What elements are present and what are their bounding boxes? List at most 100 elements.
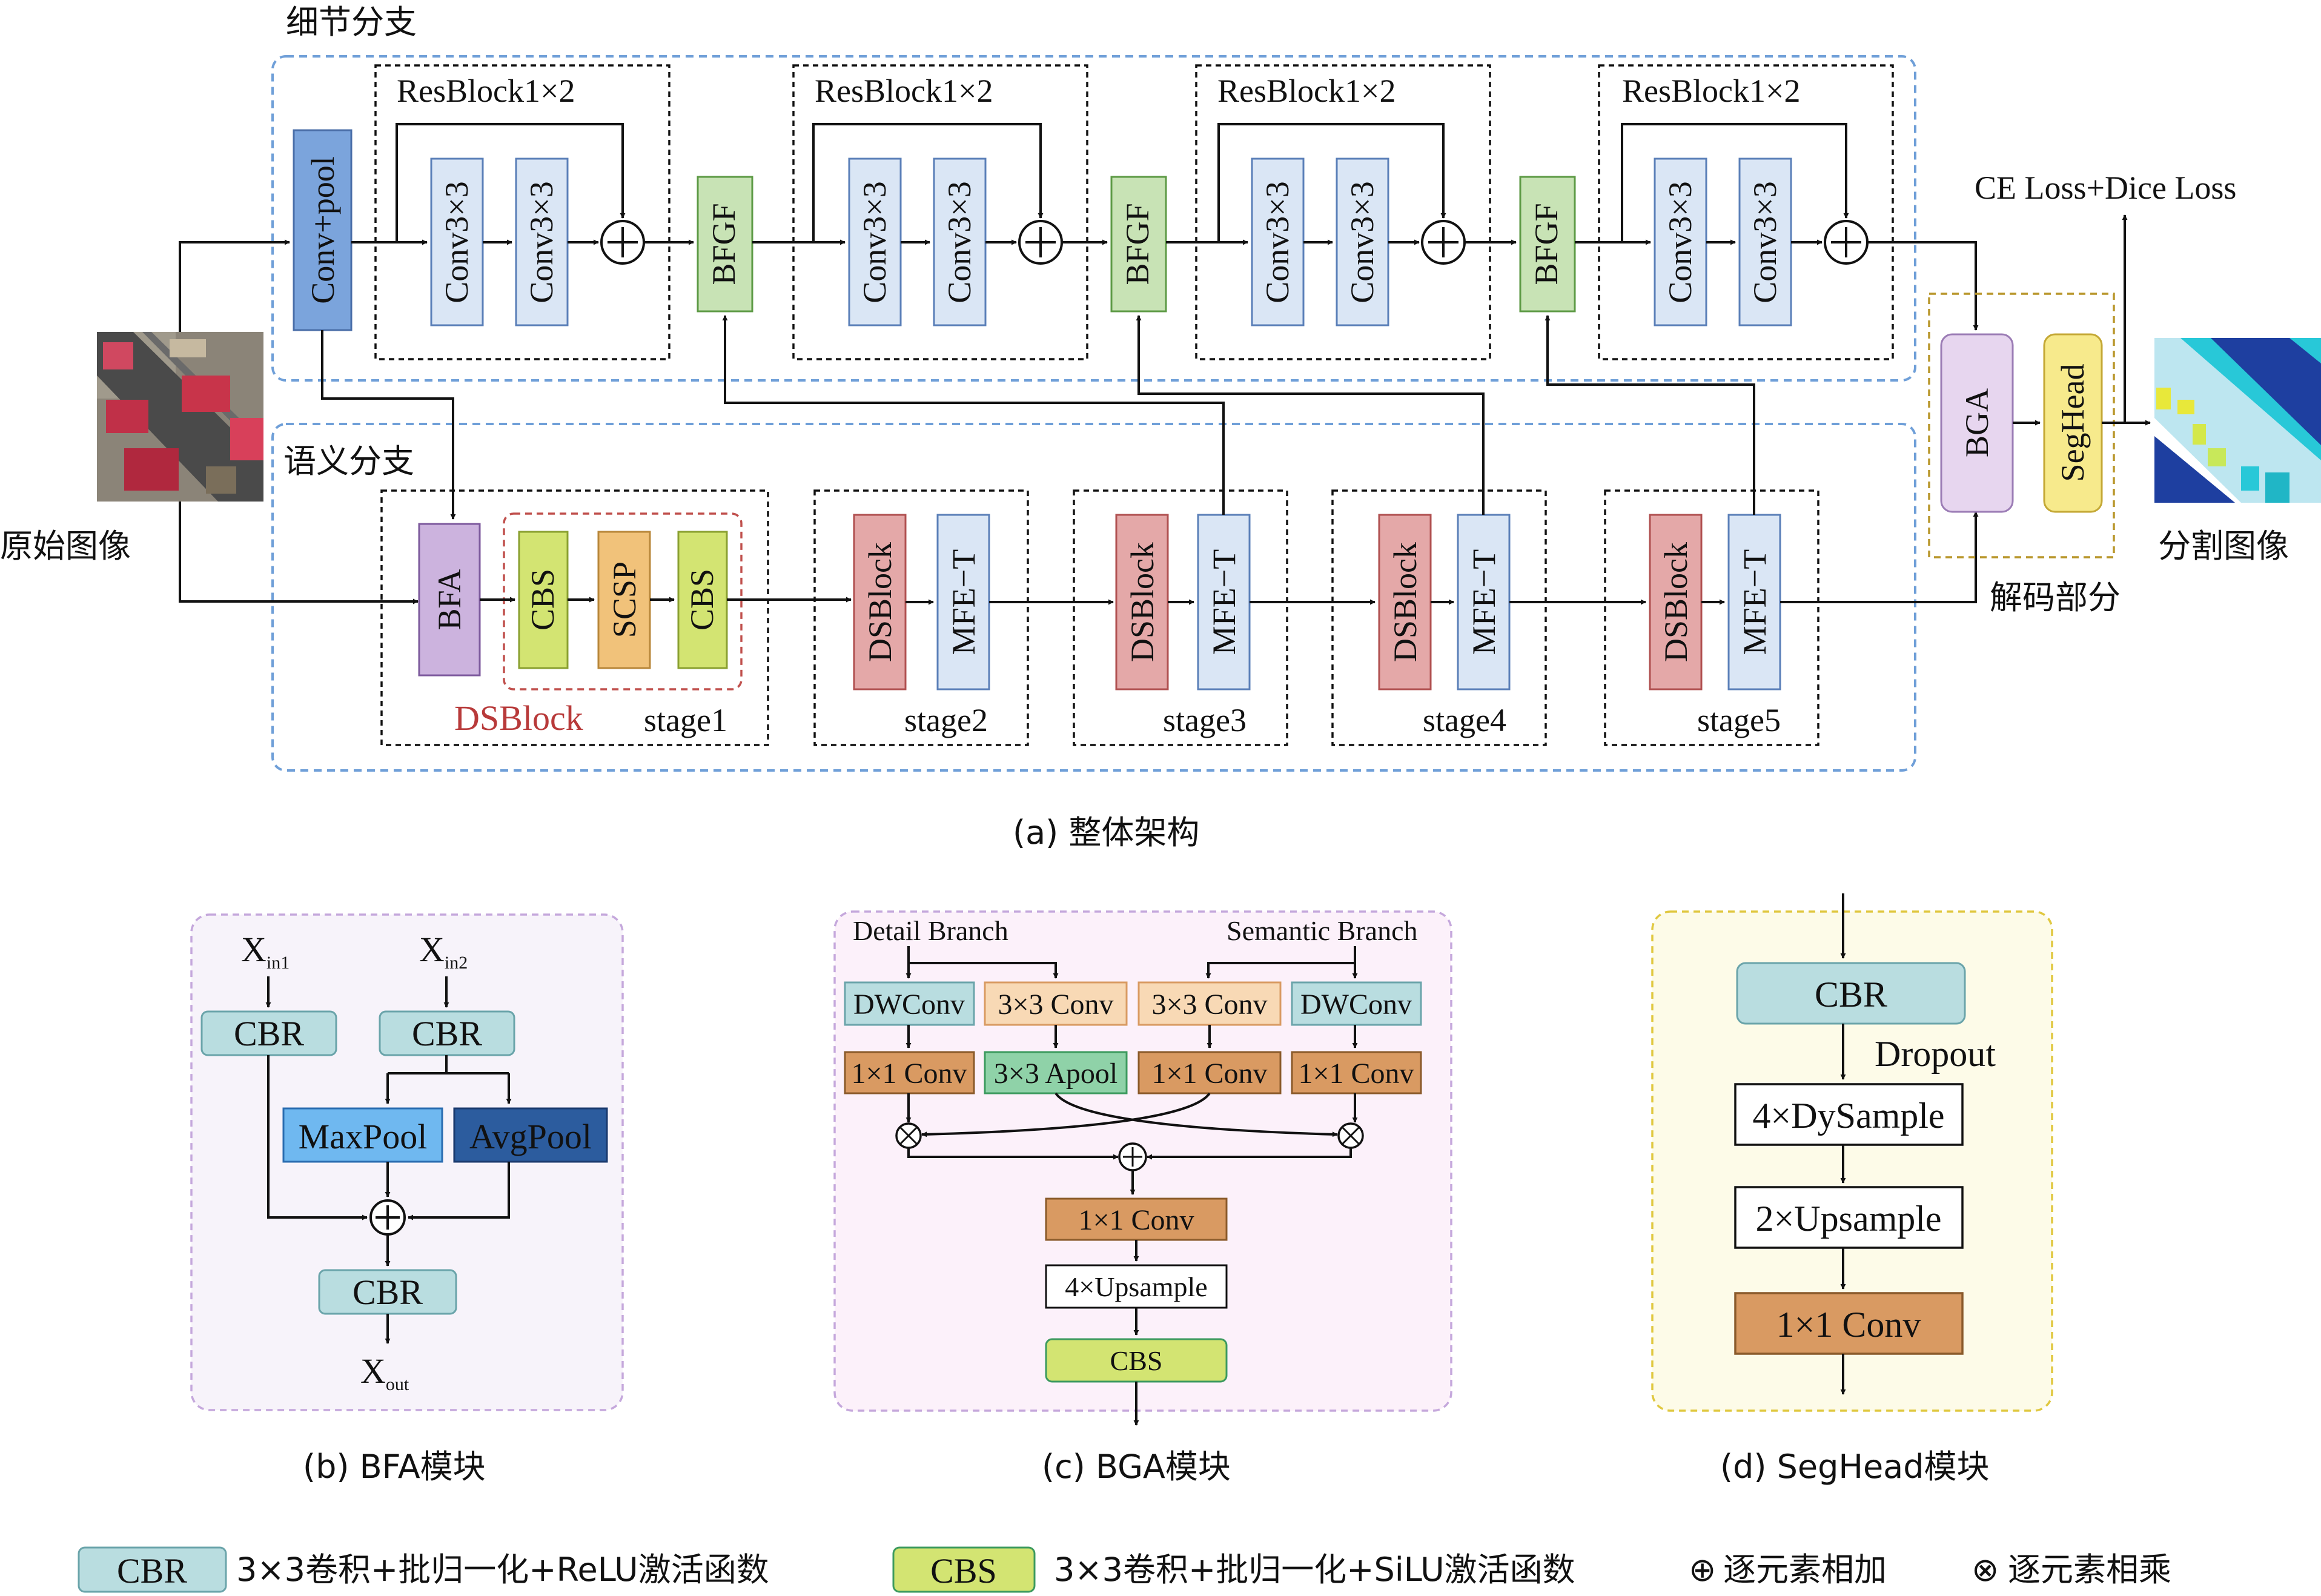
dsblock-label: DSBlock	[862, 542, 898, 662]
panel-a-caption: (a) 整体架构	[1013, 813, 1199, 852]
input-label: 原始图像	[0, 527, 131, 565]
semantic-branch-container	[271, 423, 1916, 772]
resblock-3-label: ResBlock1×2	[1217, 73, 1396, 109]
bfa-block	[418, 523, 481, 677]
legend-add-description: 逐元素相加	[1723, 1551, 1887, 1589]
mfe-t-label: MFE−T	[1737, 549, 1773, 655]
conv1x1-block	[1045, 1197, 1228, 1241]
upsample-label: 2×Upsample	[1755, 1199, 1941, 1239]
panel-a-overall-architecture: 细节分支 语义分支 原始图像 Conv+pool ResBlock1×2 Con…	[0, 3, 2321, 852]
stage2-label: stage2	[904, 702, 988, 738]
legend-add-icon: ⊕	[1689, 1551, 1716, 1589]
panel-d-seghead-module: CBR Dropout 4×DySample 2×Upsample 1×1 Co…	[1651, 893, 2053, 1486]
mfe-t-label: MFE−T	[1206, 549, 1242, 655]
panel-d-caption: (d) SegHead模块	[1720, 1448, 1990, 1486]
cbs-block	[518, 531, 569, 669]
legend-cbs-label: CBS	[930, 1551, 997, 1591]
decoder-container	[1928, 293, 2115, 558]
cbs-label: CBS	[525, 569, 561, 631]
legend-cbr-label: CBR	[117, 1551, 187, 1591]
conv1x1-block	[844, 1051, 975, 1094]
dsblock-block	[1115, 514, 1169, 690]
conv3x3-block	[984, 981, 1128, 1026]
legend: CBR 3×3卷积+批归一化+ReLU激活函数 CBS 3×3卷积+批归一化+S…	[78, 1546, 2171, 1593]
detail-branch-container	[271, 55, 1916, 382]
conv3x3-label: 3×3 Conv	[1151, 988, 1267, 1021]
panel-c-caption: (c) BGA模块	[1042, 1448, 1231, 1486]
conv3x3-label: Conv3×3	[1259, 181, 1296, 303]
seghead-label: SegHead	[2054, 364, 2091, 482]
bga-label: BGA	[1959, 388, 1995, 457]
conv3x3-block	[1654, 157, 1707, 326]
resblock-1: ResBlock1×2 Conv3×3 Conv3×3	[351, 64, 670, 360]
resblock-3: ResBlock1×2 Conv3×3 Conv3×3	[1166, 64, 1491, 360]
panel-c-bga-module: Detail Branch Semantic Branch DWConv 3×3…	[833, 910, 1452, 1486]
dsblock-caption: DSBlock	[454, 698, 583, 738]
mfe-t-label: MFE−T	[945, 549, 982, 655]
conv1x1-block	[1734, 1292, 1964, 1355]
conv1x1-label: 1×1 Conv	[1298, 1058, 1414, 1090]
cbs-label: CBS	[1110, 1345, 1163, 1376]
apool-label: 3×3 Apool	[994, 1058, 1117, 1090]
mfe-t-label: MFE−T	[1466, 549, 1502, 655]
conv1x1-label: 1×1 Conv	[1776, 1305, 1921, 1345]
scsp-label: SCSP	[606, 561, 643, 638]
stage5: DSBlock MFE−T stage5	[1604, 489, 1819, 746]
stage1-container	[380, 489, 769, 746]
conv1x1-label: 1×1 Conv	[1078, 1204, 1194, 1236]
upsample-label: 4×Upsample	[1065, 1271, 1207, 1302]
conv3x3-label: Conv3×3	[1662, 181, 1698, 303]
upsample-block	[1045, 1264, 1228, 1309]
dysample-label: 4×DySample	[1752, 1096, 1944, 1136]
bfa-label: BFA	[431, 569, 468, 630]
cbr-label: CBR	[353, 1273, 423, 1312]
semantic-branch-label: 语义分支	[283, 442, 414, 480]
decoder-label: 解码部分	[1990, 578, 2121, 617]
conv3x3-label: Conv3×3	[1747, 181, 1783, 303]
output-label: 分割图像	[2158, 527, 2289, 565]
bfgf-block	[1110, 176, 1167, 313]
avgpool-label: AvgPool	[469, 1117, 592, 1156]
dwconv-block	[844, 981, 975, 1026]
dsblock-label: DSBlock	[1387, 542, 1423, 662]
stage3-label: stage3	[1163, 702, 1247, 738]
stage3: DSBlock MFE−T stage3	[1073, 489, 1288, 746]
panel-b-caption: (b) BFA模块	[303, 1448, 486, 1486]
resblock-1-label: ResBlock1×2	[397, 73, 575, 109]
cbr-label: CBR	[234, 1014, 304, 1053]
dwconv-label: DWConv	[853, 988, 965, 1021]
conv3x3-block	[1251, 157, 1305, 326]
semantic-branch-label: Semantic Branch	[1227, 915, 1418, 946]
x-in2-label: Xin2	[419, 930, 468, 973]
legend-cbr-swatch	[78, 1546, 227, 1593]
input-image	[97, 332, 263, 502]
x-out-label: Xout	[360, 1351, 409, 1394]
bfgf-label: BFGF	[706, 203, 742, 285]
dsblock-label: DSBlock	[1124, 542, 1160, 662]
conv3x3-block	[1137, 981, 1282, 1026]
bfgf-label: BFGF	[1119, 203, 1156, 285]
output-segmentation-image	[2154, 338, 2321, 503]
conv3x3-label: Conv3×3	[523, 181, 560, 303]
bfgf-block	[697, 176, 753, 313]
stage4: DSBlock MFE−T stage4	[1331, 489, 1547, 746]
x-in1-label: Xin1	[241, 930, 290, 973]
conv1x1-label: 1×1 Conv	[851, 1058, 967, 1090]
dsblock-block	[853, 514, 907, 690]
dsblock-group	[503, 512, 743, 690]
stage2: DSBlock MFE−T stage2	[813, 489, 1029, 746]
legend-cbs-description: 3×3卷积+批归一化+SiLU激活函数	[1054, 1551, 1575, 1589]
conv1x1-block	[1137, 1051, 1282, 1094]
detail-branch-label: 细节分支	[286, 3, 417, 41]
bfgf-block	[1519, 176, 1576, 313]
conv3x3-block	[933, 157, 987, 326]
resblock-4-label: ResBlock1×2	[1622, 73, 1800, 109]
legend-cbr-description: 3×3卷积+批归一化+ReLU激活函数	[236, 1551, 769, 1589]
maxpool-block	[282, 1107, 443, 1163]
detail-branch-label: Detail Branch	[853, 915, 1008, 946]
dropout-label: Dropout	[1875, 1034, 1996, 1074]
bfgf-label: BFGF	[1528, 203, 1564, 285]
conv3x3-label: Conv3×3	[1344, 181, 1380, 303]
upsample-block	[1734, 1186, 1964, 1249]
mfe-t-block	[936, 514, 990, 690]
